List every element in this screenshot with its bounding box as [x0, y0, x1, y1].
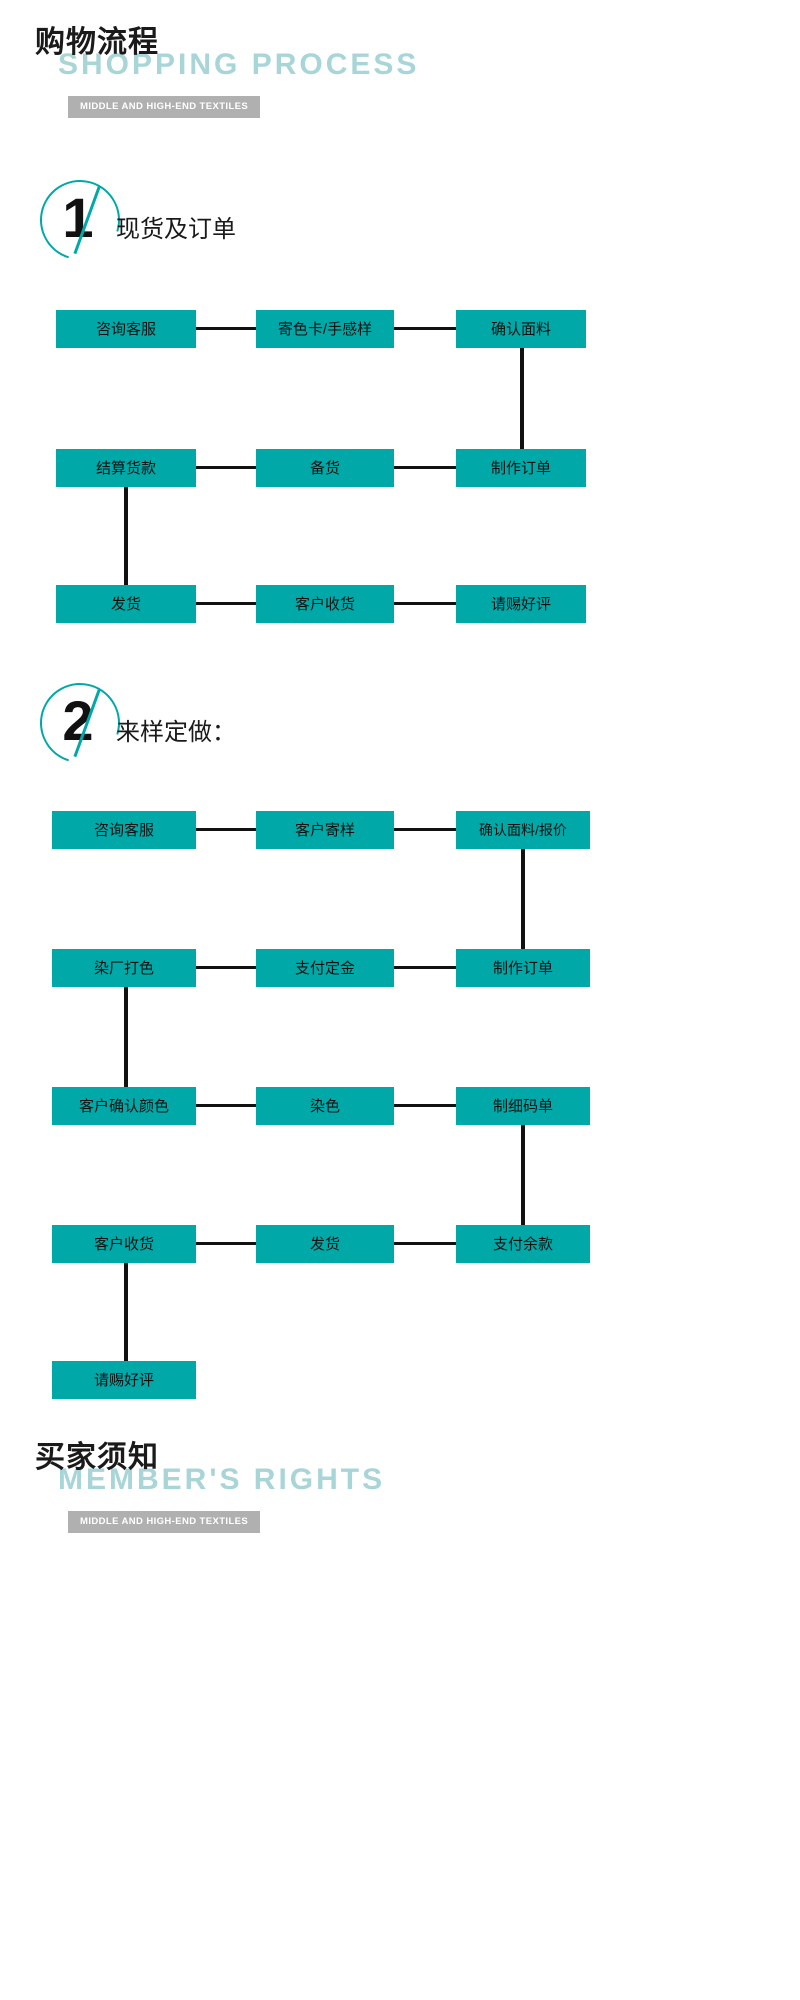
connector-h: [394, 828, 456, 831]
page-title-cn: 买家须知: [35, 1441, 159, 1474]
header-badge: MIDDLE AND HIGH-END TEXTILES: [68, 1511, 261, 1533]
connector-v: [124, 1263, 128, 1363]
connector-h: [394, 966, 456, 969]
flow-node[interactable]: 客户收货: [256, 585, 394, 623]
connector-h: [196, 828, 256, 831]
flow-node[interactable]: 客户确认颜色: [52, 1087, 196, 1125]
flow-node[interactable]: 备货: [256, 449, 394, 487]
connector-v: [124, 487, 128, 585]
connector-h: [196, 1104, 256, 1107]
connector-v: [520, 348, 524, 449]
flow-node[interactable]: 寄色卡/手感样: [256, 310, 394, 348]
section-1-heading: 1 现货及订单: [0, 165, 800, 280]
connector-h: [196, 466, 256, 469]
flow-node[interactable]: 发货: [56, 585, 196, 623]
connector-v: [521, 849, 525, 949]
flow-node[interactable]: 咨询客服: [56, 310, 196, 348]
flow-node[interactable]: 发货: [256, 1225, 394, 1263]
flow-node[interactable]: 客户收货: [52, 1225, 196, 1263]
flow-node[interactable]: 请赐好评: [52, 1361, 196, 1399]
connector-h: [196, 966, 256, 969]
page-title-cn: 购物流程: [35, 26, 159, 59]
connector-h: [394, 602, 456, 605]
page-title-en: MEMBER'S RIGHTS: [58, 1463, 386, 1496]
flow-node[interactable]: 结算货款: [56, 449, 196, 487]
section-2-heading: 2 来样定做：: [0, 668, 800, 783]
flow-node[interactable]: 支付定金: [256, 949, 394, 987]
flow-node[interactable]: 确认面料/报价: [456, 811, 590, 849]
connector-v: [521, 1125, 525, 1225]
connector-h: [394, 1242, 456, 1245]
section-label: 现货及订单: [116, 216, 236, 243]
connector-h: [196, 327, 256, 330]
flow-node[interactable]: 咨询客服: [52, 811, 196, 849]
connector-h: [394, 466, 456, 469]
flow-node[interactable]: 客户寄样: [256, 811, 394, 849]
connector-v: [124, 987, 128, 1087]
flow-node[interactable]: 请赐好评: [456, 585, 586, 623]
connector-h: [394, 327, 456, 330]
header-badge: MIDDLE AND HIGH-END TEXTILES: [68, 96, 261, 118]
flow-node[interactable]: 制作订单: [456, 949, 590, 987]
connector-h: [196, 1242, 256, 1245]
section-label: 来样定做：: [116, 719, 236, 746]
flow-node[interactable]: 制细码单: [456, 1087, 590, 1125]
flow-node[interactable]: 染厂打色: [52, 949, 196, 987]
flow-node[interactable]: 染色: [256, 1087, 394, 1125]
flow-node[interactable]: 支付余款: [456, 1225, 590, 1263]
page-title-en: SHOPPING PROCESS: [58, 48, 420, 81]
connector-h: [196, 602, 256, 605]
flow-node[interactable]: 确认面料: [456, 310, 586, 348]
connector-h: [394, 1104, 456, 1107]
flow-node[interactable]: 制作订单: [456, 449, 586, 487]
